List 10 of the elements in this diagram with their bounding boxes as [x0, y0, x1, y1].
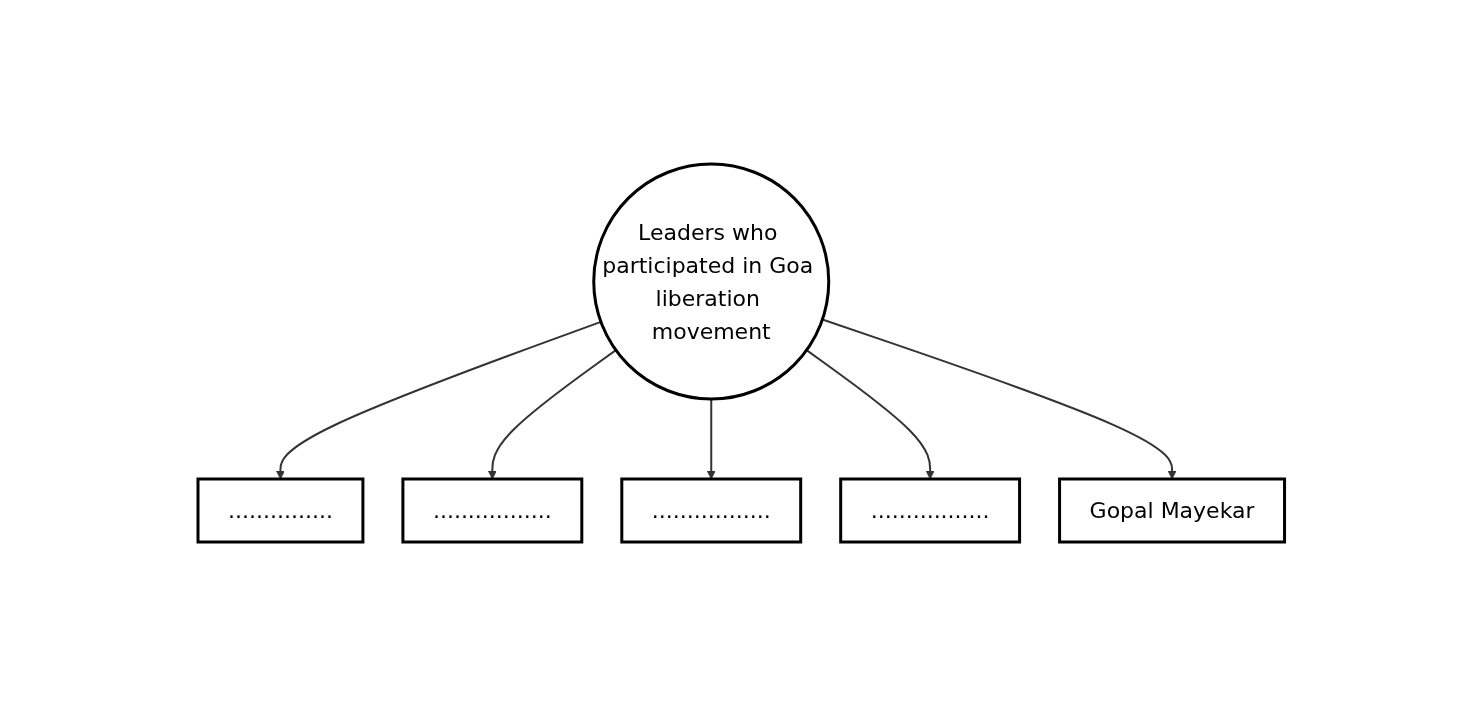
node-box: ................. — [838, 477, 1021, 543]
node-box: ................. — [401, 477, 583, 543]
arrow — [275, 320, 602, 479]
arrow — [805, 348, 935, 479]
arrow — [821, 318, 1177, 479]
arrow — [487, 348, 617, 479]
node-box: ................. — [620, 477, 802, 543]
node-box: ............... — [196, 477, 365, 543]
node-box: Gopal Mayekar — [1057, 477, 1286, 543]
node-circle: Leaders who participated in Goa liberation movement — [591, 162, 830, 400]
